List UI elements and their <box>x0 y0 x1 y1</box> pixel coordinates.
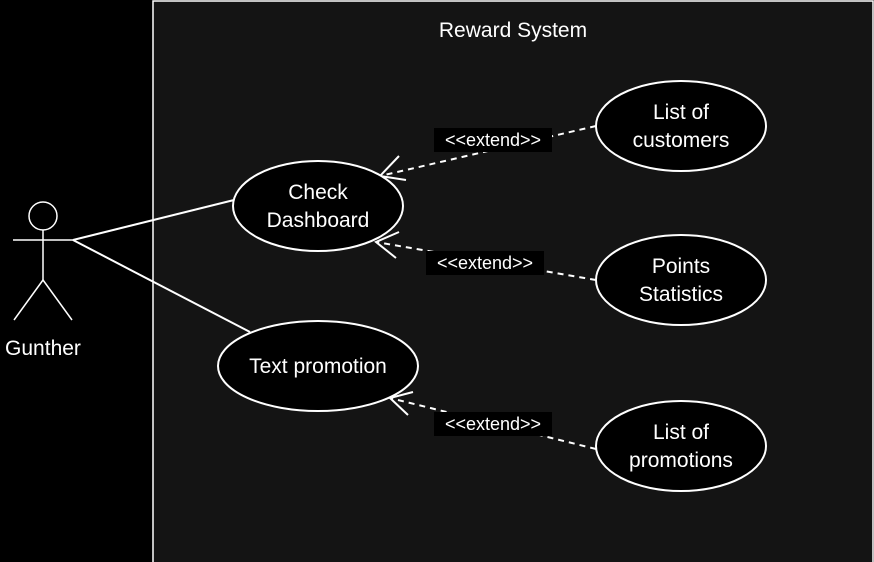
use-case-points-statistics: Points Statistics <box>595 234 767 326</box>
use-case-check-dashboard: Check Dashboard <box>232 160 404 252</box>
actor-name: Gunther <box>5 337 81 360</box>
use-case-check-dashboard-shape <box>232 160 404 252</box>
use-case-text-promotion: Text promotion <box>217 320 419 412</box>
use-case-list-promotions-line-1: List of <box>653 421 709 444</box>
system-title: Reward System <box>439 19 587 42</box>
extend-label-list-customers: <<extend>> <box>445 130 541 150</box>
extend-line-list-promotions <box>389 397 597 450</box>
use-case-list-promotions-shape <box>595 400 767 492</box>
use-case-list-promotions: List of promotions <box>595 400 767 492</box>
actor-left-leg <box>13 279 44 321</box>
actor-gunther <box>13 201 73 321</box>
association-check-dashboard <box>72 199 235 241</box>
extend-label-bg-2 <box>426 251 544 275</box>
use-case-text-promotion-shape <box>217 320 419 412</box>
extend-label-list-promotions: <<extend>> <box>445 414 541 434</box>
extend-label-bg-1 <box>434 128 552 152</box>
use-case-check-dashboard-line-1: Check <box>288 181 348 204</box>
use-case-points-statistics-line-1: Points <box>652 255 710 278</box>
use-case-points-statistics-line-2: Statistics <box>639 283 723 306</box>
actor-right-leg <box>42 279 73 321</box>
association-text-promotion <box>72 239 251 333</box>
extend-label-points-statistics: <<extend>> <box>437 253 533 273</box>
use-case-text-promotion-line-1: Text promotion <box>249 355 387 378</box>
use-case-list-customers-line-1: List of <box>653 101 709 124</box>
use-case-check-dashboard-line-2: Dashboard <box>267 209 370 232</box>
use-case-points-statistics-shape <box>595 234 767 326</box>
use-case-list-customers-shape <box>595 80 767 172</box>
use-case-list-customers: List of customers <box>595 80 767 172</box>
extend-arrow-points-statistics <box>374 231 400 259</box>
use-case-list-customers-line-2: customers <box>633 129 730 152</box>
extend-label-bg-3 <box>434 412 552 436</box>
use-case-list-promotions-line-2: promotions <box>629 449 733 472</box>
